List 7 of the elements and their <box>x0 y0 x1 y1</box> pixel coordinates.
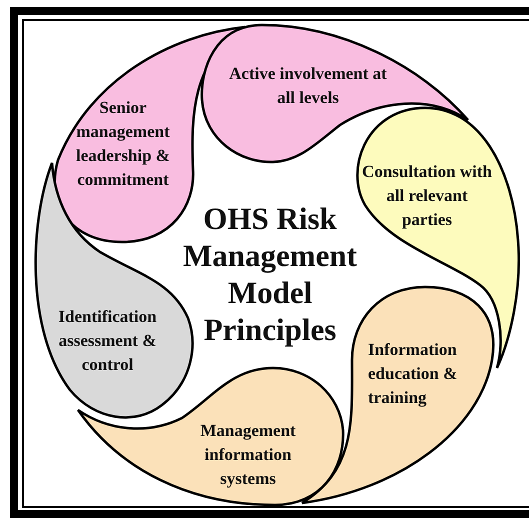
principle-label: Information education & training <box>368 339 458 409</box>
principle-label: Senior management leadership & commitment <box>75 97 171 191</box>
principle-label: Consultation with all relevant parties <box>362 161 492 231</box>
diagram-title: OHS Risk Management Model Principles <box>182 200 358 348</box>
principle-label: Identification assessment & control <box>57 306 158 376</box>
principle-label: Active involvement at all levels <box>228 63 388 109</box>
principle-label: Management information systems <box>199 420 297 490</box>
